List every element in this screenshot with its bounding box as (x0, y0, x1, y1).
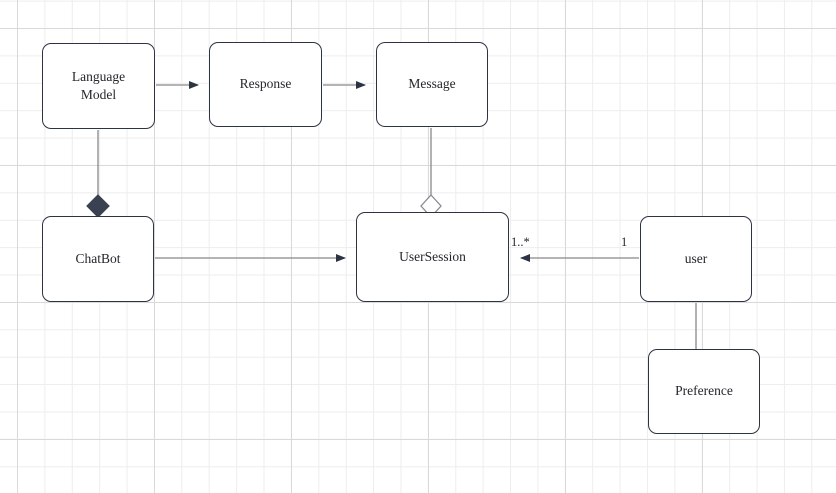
node-message[interactable]: Message (376, 42, 488, 127)
node-preference[interactable]: Preference (648, 349, 760, 434)
node-label: ChatBot (75, 250, 121, 266)
node-response[interactable]: Response (209, 42, 322, 127)
node-label-wrap: Language Model (72, 68, 125, 104)
multiplicity-label-source: 1 (621, 235, 628, 249)
node-chatbot[interactable]: ChatBot (42, 216, 154, 302)
edge-language-model-to-chatbot-composition[interactable] (86, 130, 110, 218)
node-label: Preference (675, 383, 733, 399)
node-label-line2: Model (80, 87, 117, 102)
node-usersession[interactable]: UserSession (356, 212, 509, 302)
node-label-line1: Language (71, 68, 126, 84)
node-label: Response (239, 76, 292, 92)
composition-diamond-icon (86, 194, 110, 218)
node-user[interactable]: user (640, 216, 752, 302)
node-label: UserSession (399, 248, 466, 264)
node-label: user (684, 250, 708, 266)
node-label: Message (408, 76, 456, 92)
multiplicity-label-target: 1..* (511, 235, 530, 249)
node-language-model[interactable]: Language Model (42, 43, 155, 129)
edge-message-to-usersession-aggregation[interactable] (420, 128, 442, 218)
